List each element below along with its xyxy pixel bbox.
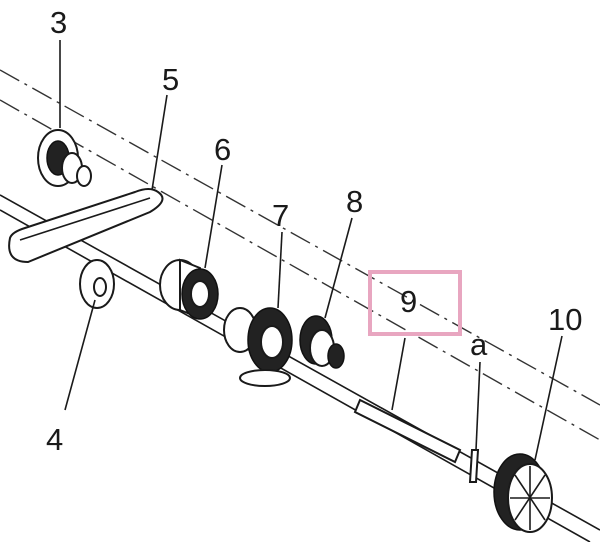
part-5-belt xyxy=(8,188,164,264)
part-9-shaft xyxy=(353,398,462,464)
label-3: 3 xyxy=(50,5,67,40)
part-3-pulley xyxy=(37,129,92,187)
label-8: 8 xyxy=(346,184,363,219)
label-9: 9 xyxy=(400,284,417,319)
label-5: 5 xyxy=(162,62,179,97)
axis-line-upper xyxy=(0,69,600,406)
axis-line-lower xyxy=(0,99,600,441)
label-7: 7 xyxy=(272,198,289,233)
leader-4 xyxy=(64,299,96,411)
label-10: 10 xyxy=(548,302,582,337)
highlight-box xyxy=(368,270,462,336)
belt-inner-edge xyxy=(19,197,151,241)
leader-9 xyxy=(391,337,406,411)
leader-5 xyxy=(151,94,168,191)
leader-6 xyxy=(204,164,223,269)
leader-8 xyxy=(324,217,353,319)
label-4: 4 xyxy=(46,422,63,457)
leader-10 xyxy=(534,335,563,461)
part-8-gear xyxy=(299,315,345,369)
label-a: a xyxy=(470,327,488,362)
part-a-pin xyxy=(468,449,480,483)
leader-7 xyxy=(277,231,283,309)
part-10-wheel xyxy=(493,453,553,533)
leader-a xyxy=(475,361,481,451)
part-6-bearing xyxy=(159,258,219,320)
part-7-gear xyxy=(223,307,293,387)
part-4-washer xyxy=(79,259,115,309)
label-6: 6 xyxy=(214,132,231,167)
